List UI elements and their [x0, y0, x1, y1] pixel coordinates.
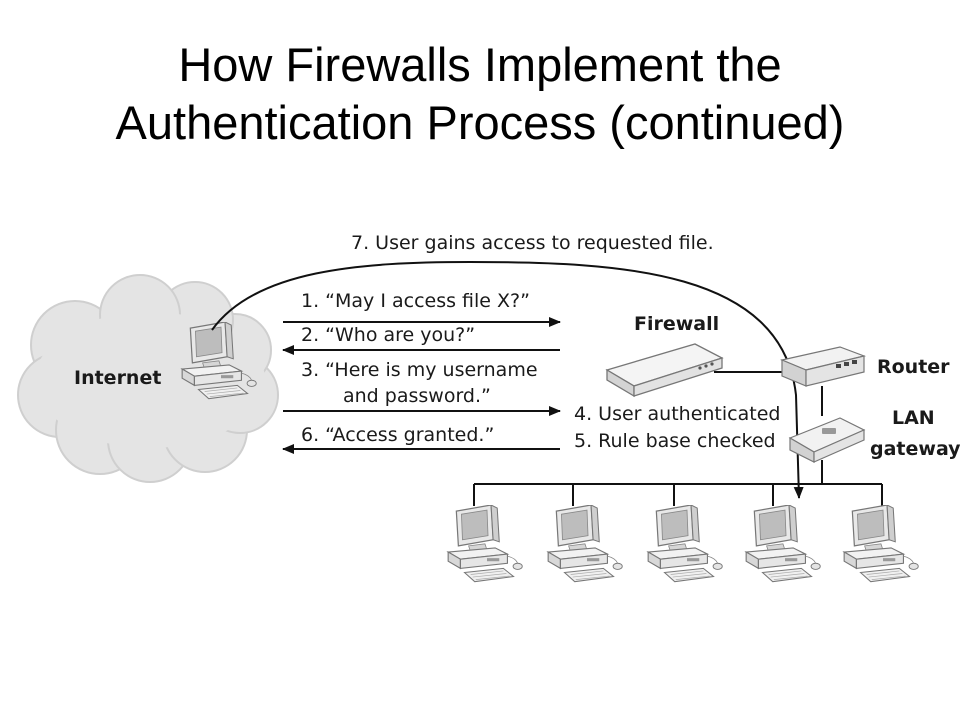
lan-computer-4-icon — [745, 505, 821, 583]
lan-computer-1-icon — [447, 505, 523, 583]
slide-title: How Firewalls Implement the Authenticati… — [0, 36, 960, 152]
step5-label: 5. Rule base checked — [574, 430, 776, 452]
lan-computer-3-icon — [647, 505, 723, 583]
lan-gateway-label-line1: LAN — [892, 407, 935, 429]
step7-access-arrow — [211, 260, 804, 499]
lan-computer-2-icon — [547, 505, 623, 583]
lan-computer-5-icon — [843, 505, 919, 583]
step3-label-line1: 3. “Here is my username — [301, 359, 538, 381]
title-line-2: Authentication Process (continued) — [115, 96, 845, 149]
lan-gateway-label-line2: gateway — [870, 438, 960, 460]
internet-label: Internet — [74, 367, 161, 389]
firewall-label: Firewall — [634, 313, 719, 335]
step7-label: 7. User gains access to requested file. — [351, 232, 714, 254]
step6-label: 6. “Access granted.” — [301, 424, 494, 446]
router-icon — [780, 346, 867, 387]
step3-label-line2: and password.” — [343, 385, 491, 407]
title-line-1: How Firewalls Implement the — [178, 38, 782, 91]
firewall-device-icon — [605, 343, 724, 398]
lan-gateway-icon — [788, 417, 866, 463]
step2-label: 2. “Who are you?” — [301, 324, 475, 346]
step4-label: 4. User authenticated — [574, 403, 780, 425]
step1-label: 1. “May I access file X?” — [301, 290, 530, 312]
router-label: Router — [877, 356, 950, 378]
